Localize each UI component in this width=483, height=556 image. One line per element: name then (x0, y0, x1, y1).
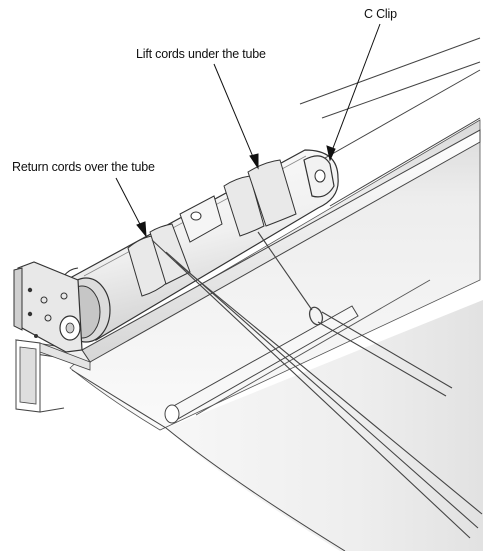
back-rail-lines (299, 37, 481, 119)
blind-fabric-lower (166, 300, 483, 551)
cord-bands (127, 159, 297, 297)
label-c-clip: C Clip (364, 7, 397, 21)
headrail (15, 129, 481, 413)
c-clip (303, 155, 335, 198)
leader-arrows (115, 23, 381, 238)
c-clip-arrowhead (326, 145, 336, 162)
label-lift-cords: Lift cords under the tube (136, 47, 266, 61)
return-cords-arrowhead (136, 221, 147, 238)
label-return-cords: Return cords over the tube (12, 160, 155, 174)
tube-clip-middle (179, 195, 223, 243)
mounting-bracket (13, 261, 83, 353)
bottom-bar (71, 305, 359, 429)
cords (151, 231, 483, 539)
lift-cords-arrowhead (249, 153, 259, 170)
